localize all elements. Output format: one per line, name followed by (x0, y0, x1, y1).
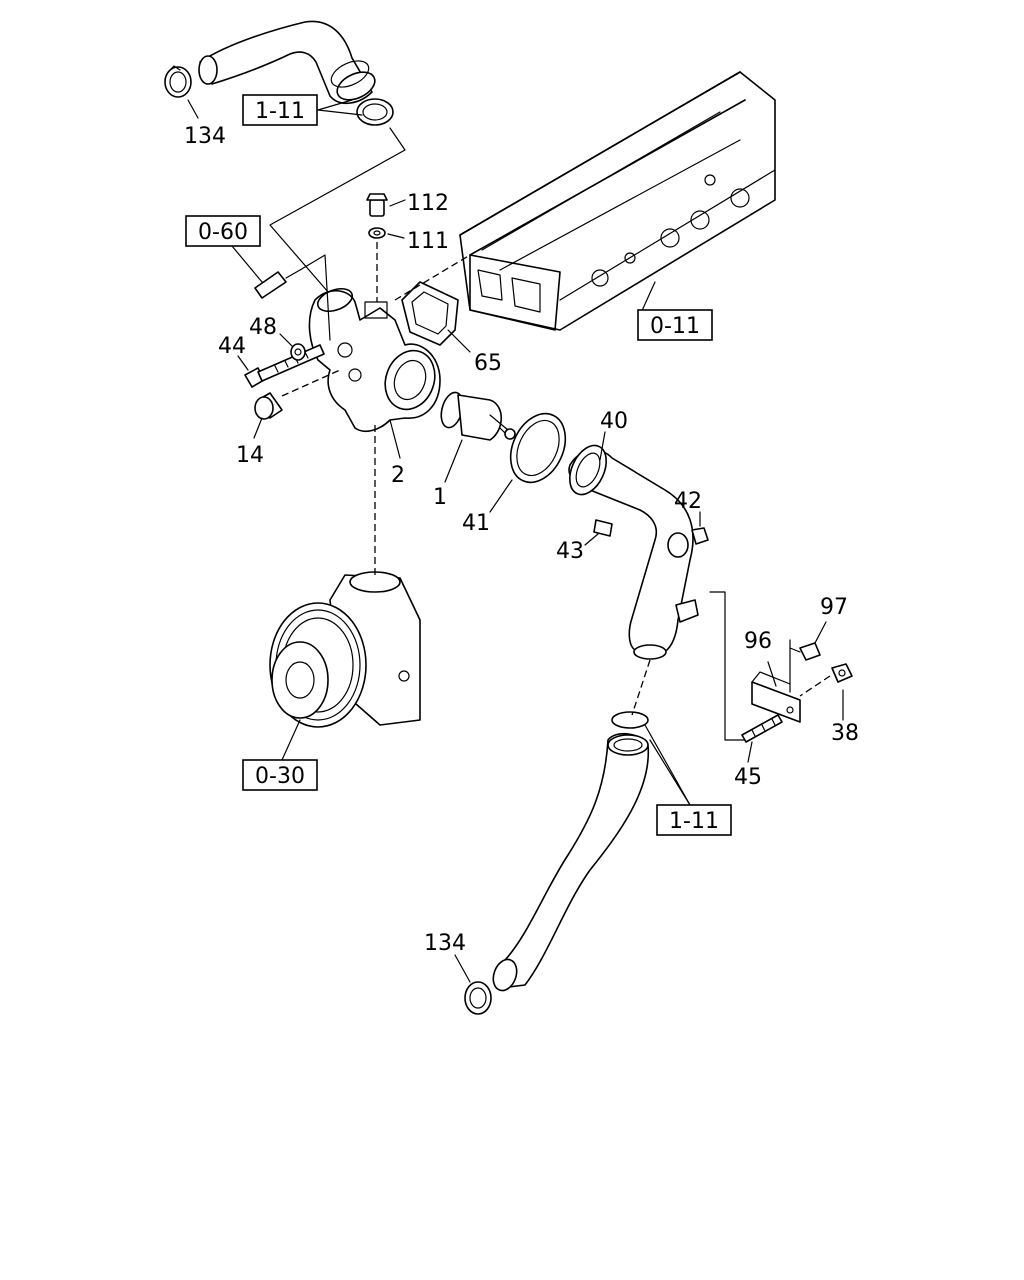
ref-label-0-11: 0-11 (650, 314, 700, 339)
bracket-96 (751, 671, 801, 723)
leader-0-30 (281, 719, 301, 761)
leader-134-bottom (454, 954, 471, 983)
hose-clamp-134-bottom (464, 981, 492, 1015)
leader-1-11-top-a (317, 99, 353, 111)
callout-134-bottom: 134 (424, 931, 466, 956)
leader-0-60 (231, 245, 263, 283)
callout-42: 42 (674, 489, 702, 514)
ref-label-0-60: 0-60 (198, 220, 248, 245)
plug-112 (366, 193, 388, 217)
leader-111 (387, 233, 405, 239)
pipe-to-hose-line (631, 659, 651, 716)
ref-label-0-30: 0-30 (255, 764, 305, 789)
gasket-41 (509, 412, 567, 484)
hose-to-outlet-line (269, 127, 406, 301)
sensor-axis-line (299, 254, 331, 341)
callout-45: 45 (734, 765, 762, 790)
callout-134-top: 134 (184, 124, 226, 149)
nut-42 (691, 527, 709, 545)
leader-48 (279, 333, 293, 347)
callout-40: 40 (600, 409, 628, 434)
housing-to-head-line (394, 254, 471, 301)
water-outlet-pipe-40 (568, 444, 699, 660)
callout-44: 44 (218, 334, 246, 359)
washer-48 (290, 343, 306, 361)
thermostat-1 (440, 391, 516, 441)
leader-65 (447, 329, 471, 353)
leader-112 (389, 199, 406, 207)
water-pump (269, 571, 421, 728)
hose-clamp-upper-end (356, 98, 394, 126)
temperature-sensor (254, 269, 301, 299)
callout-96: 96 (744, 629, 772, 654)
washer-111 (368, 227, 386, 239)
ref-box-0-11[interactable]: 0-11 (637, 309, 713, 341)
bolt-44 (244, 344, 325, 388)
hose-clamp-134-top (164, 65, 192, 98)
callout-112: 112 (407, 191, 449, 216)
ref-box-1-11-top[interactable]: 1-11 (242, 94, 318, 126)
lower-hose (492, 732, 650, 992)
leader-41 (489, 479, 513, 513)
bolt-97 (789, 642, 821, 661)
pipe-to-bracket-line (709, 591, 746, 741)
leader-96 (767, 661, 777, 687)
callout-43: 43 (556, 539, 584, 564)
leader-40 (599, 431, 606, 461)
cylinder-head (459, 71, 776, 331)
leader-45 (747, 741, 753, 763)
stud-45 (741, 714, 783, 743)
leader-14 (253, 417, 263, 439)
stud-43 (593, 519, 613, 537)
callout-65: 65 (474, 351, 502, 376)
ref-box-0-60[interactable]: 0-60 (185, 215, 261, 247)
gasket-65 (401, 281, 459, 346)
ref-box-0-30[interactable]: 0-30 (242, 759, 318, 791)
ref-box-1-11-bottom[interactable]: 1-11 (656, 804, 732, 836)
leader-43 (584, 533, 599, 546)
plug-14 (254, 392, 283, 420)
callout-97: 97 (820, 595, 848, 620)
leader-1-11-top-b (317, 109, 363, 116)
leader-1 (444, 439, 463, 483)
leader-1-11-bottom-b (644, 724, 691, 806)
leader-44 (237, 355, 249, 371)
callout-48: 48 (249, 315, 277, 340)
leader-2 (389, 419, 401, 459)
callout-2: 2 (391, 463, 405, 488)
callout-111: 111 (407, 229, 449, 254)
ref-label-1-11-bottom: 1-11 (669, 809, 719, 834)
upper-hose (198, 20, 376, 104)
callout-14: 14 (236, 443, 264, 468)
thermostat-housing (308, 287, 441, 432)
nut-38 (831, 663, 853, 683)
leader-134-top (187, 99, 199, 119)
leader-97 (814, 621, 827, 644)
hose-clamp-lower-top (611, 711, 649, 729)
nut-axis-line (799, 675, 831, 697)
callout-1: 1 (433, 485, 447, 510)
callout-38: 38 (831, 721, 859, 746)
ref-label-1-11-top: 1-11 (255, 99, 305, 124)
callout-41: 41 (462, 511, 490, 536)
